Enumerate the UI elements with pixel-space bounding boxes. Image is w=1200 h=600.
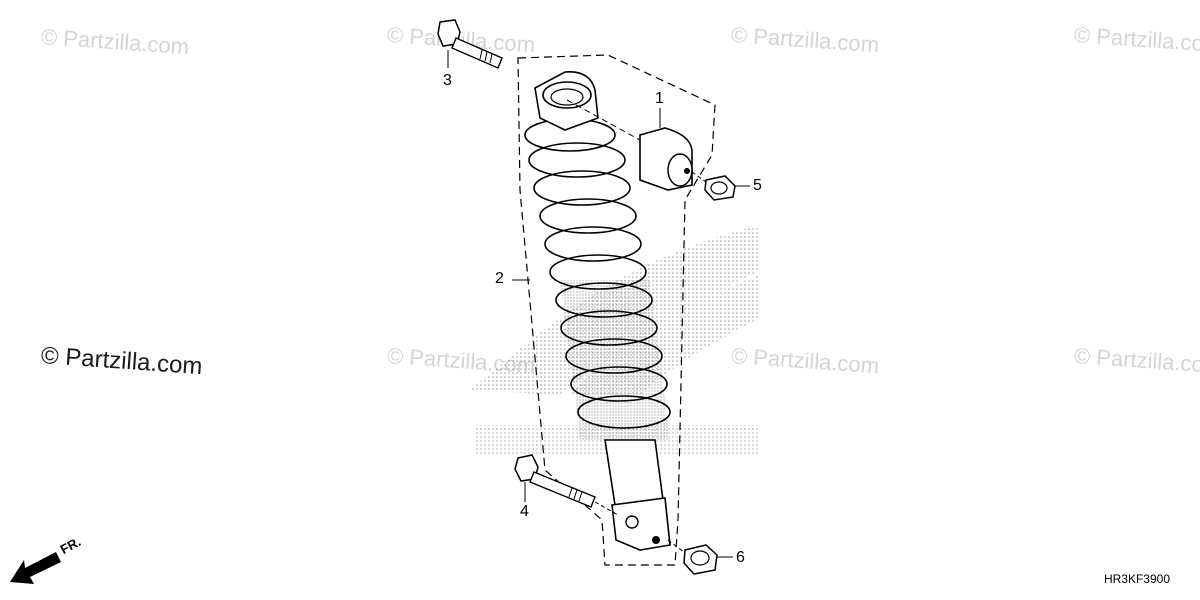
shock-absorber: [524, 71, 671, 551]
callout-2: 2: [495, 270, 504, 287]
callout-5: 5: [753, 177, 762, 194]
nut-bottom-part: [683, 544, 718, 575]
callout-6: 6: [736, 549, 745, 566]
assembly-outline: [517, 54, 716, 566]
nut-top-part: [704, 175, 736, 201]
leader-lines: [447, 50, 750, 558]
bolt-bottom-part: [514, 454, 596, 508]
bushing-part: [639, 127, 693, 191]
callout-3: 3: [443, 72, 452, 89]
callout-4: 4: [520, 503, 529, 520]
bolt-top-part: [437, 19, 503, 69]
front-direction-arrow: [10, 552, 61, 584]
callout-1: 1: [655, 90, 664, 107]
diagram-code: HR3KF3900: [1103, 572, 1170, 586]
